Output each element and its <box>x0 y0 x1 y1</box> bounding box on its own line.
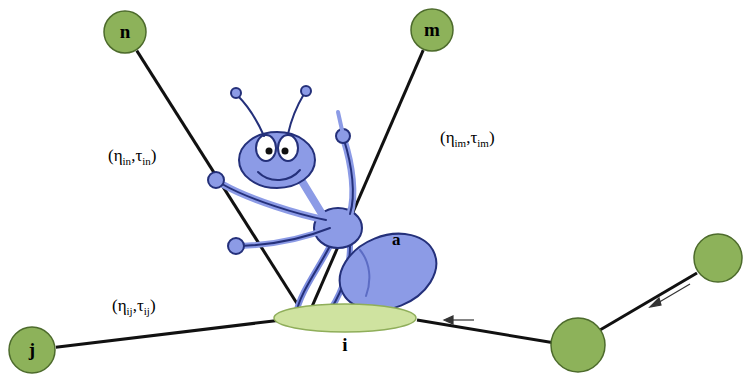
node-shape <box>274 304 416 332</box>
node-shape <box>104 11 146 53</box>
node-letter: i <box>342 334 347 356</box>
node-circle: n <box>103 10 147 54</box>
current-node-ellipse: i <box>273 303 417 333</box>
node-shape <box>411 9 453 51</box>
node-circle: m <box>410 8 454 52</box>
node-letter: n <box>120 21 131 43</box>
graph-edge <box>56 320 282 347</box>
node-circle: j <box>8 326 56 374</box>
node-letter: j <box>29 339 35 361</box>
ant-label: a <box>392 230 401 250</box>
graph-edge <box>137 51 300 309</box>
pheromone-label: (ηin,τin) <box>108 146 156 167</box>
ant-figure <box>208 86 448 324</box>
node-shape <box>9 327 55 373</box>
node-outline <box>273 303 417 333</box>
previous-node-circles <box>551 234 742 372</box>
pheromone-label: (ηij,τij) <box>112 296 156 317</box>
node-letter: m <box>424 19 440 41</box>
pheromone-label: (ηim,τim) <box>440 128 495 149</box>
movement-arrows <box>444 284 690 324</box>
